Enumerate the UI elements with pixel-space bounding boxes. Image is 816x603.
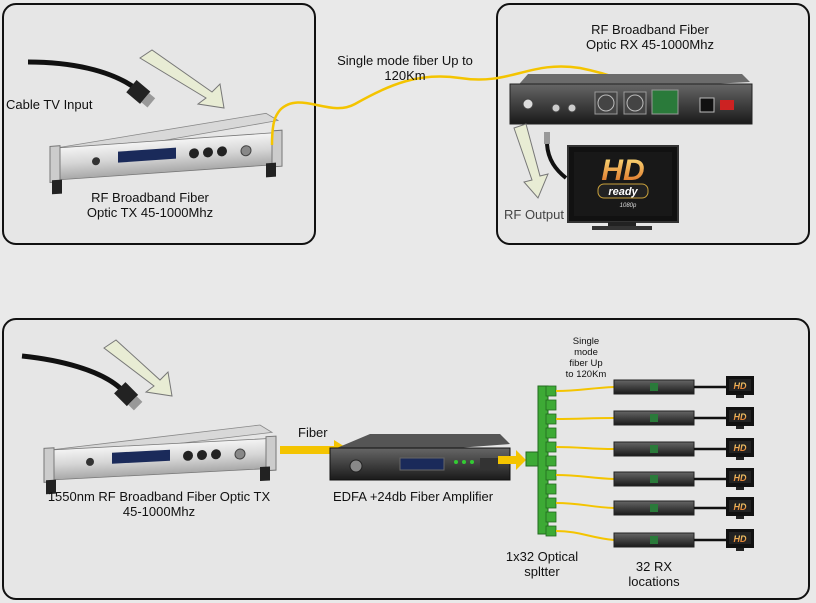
single-mode-fiber-label: Single mode fiber Up to 120Km [565, 336, 607, 380]
top-fiber-label: Single mode fiber Up to 120Km [337, 53, 473, 83]
top-input-arrow [139, 49, 225, 109]
splitter-fiber-lines [555, 386, 615, 541]
top-cable-tv-cable [27, 59, 156, 108]
cable-tv-input-label: Cable TV Input [6, 97, 93, 112]
top-tv-1080p-text: 1080p [620, 203, 637, 209]
top-rx-device-label: RF Broadband Fiber Optic RX 45-1000Mhz [586, 22, 714, 52]
remote-rx-units [613, 379, 695, 548]
splitter-label: 1x32 Optical spltter [505, 549, 579, 579]
bottom-fiber-arrow [280, 440, 350, 460]
top-tv-ready-text: ready [608, 186, 638, 198]
top-tx-panel [2, 3, 316, 245]
bottom-input-arrow [103, 339, 173, 397]
bottom-tx-device [43, 424, 277, 495]
hd-logo: HD [734, 381, 747, 391]
edfa-label: EDFA +24db Fiber Amplifier [332, 489, 494, 504]
rx-locations-label: 32 RX locations [628, 559, 680, 589]
rx-to-tv-cables [694, 385, 726, 542]
top-fiber-cable [270, 65, 663, 146]
remote-hd-tvs: HD HD HD HD HD HD [726, 376, 754, 551]
top-tx-device-label: RF Broadband Fiber Optic TX 45-1000Mhz [86, 190, 214, 220]
rf-output-label: RF Output [504, 207, 564, 222]
hd-logo: HD [734, 473, 747, 483]
top-tx-device [49, 112, 283, 195]
edfa-device [329, 434, 511, 481]
hd-logo: HD [734, 443, 747, 453]
top-tv-ready-badge: ready 1080p [597, 183, 649, 209]
bottom-fiber-label: Fiber [298, 425, 328, 440]
hd-logo: HD [734, 534, 747, 544]
top-output-cable [544, 132, 568, 180]
top-rx-device [509, 74, 753, 125]
hd-logo: HD [734, 412, 747, 422]
top-output-arrow [513, 123, 549, 199]
edfa-to-splitter-arrow [498, 450, 526, 470]
bottom-cable-tv-cable [21, 353, 143, 411]
optical-splitter [525, 385, 557, 537]
bottom-tx-device-label: 1550nm RF Broadband Fiber Optic TX 45-10… [47, 489, 271, 519]
top-tv-hd-logo: HD [601, 154, 644, 187]
hd-logo: HD [734, 502, 747, 512]
